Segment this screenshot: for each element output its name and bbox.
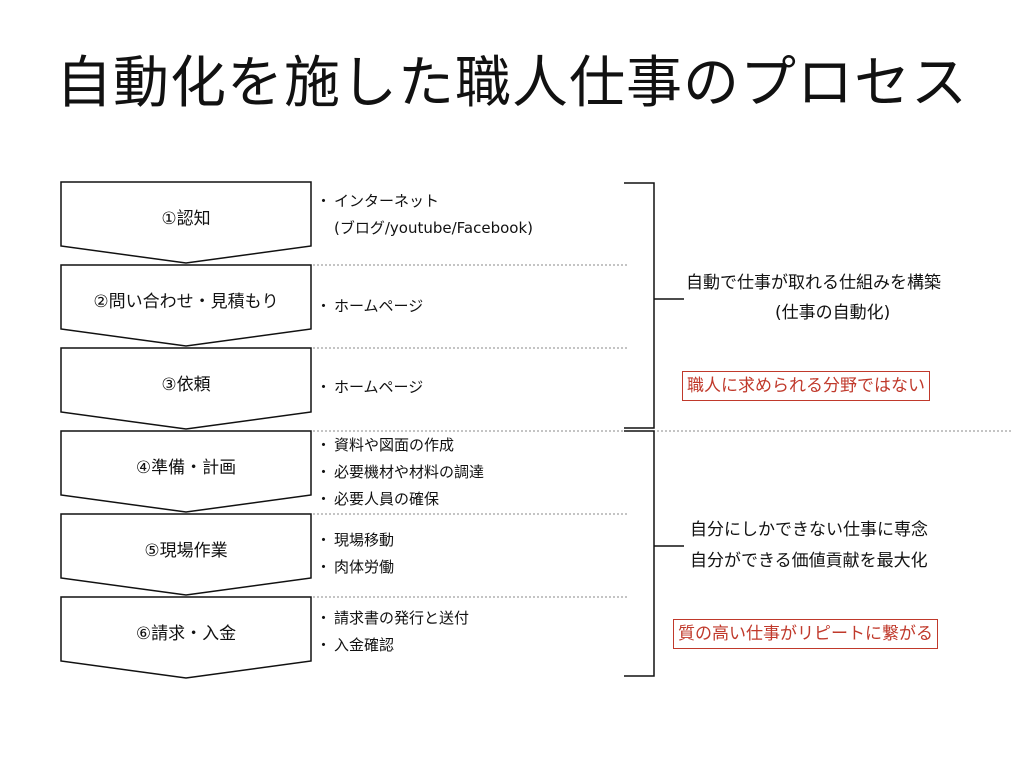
step-arrow-6	[60, 596, 312, 679]
step-6-bullets: ・請求書の発行と送付 ・入金確認	[316, 605, 469, 659]
group-1-callout: 職人に求められる分野ではない	[682, 371, 930, 401]
step-2-bullets: ・ホームページ	[316, 293, 423, 320]
list-item: ・必要機材や材料の調達	[316, 463, 485, 481]
group-1-line-1: 自動で仕事が取れる仕組みを構築	[686, 273, 941, 293]
step-label-2: ②問い合わせ・見積もり	[93, 292, 279, 312]
list-item: ・必要人員の確保	[316, 490, 440, 508]
step-arrow-5	[60, 513, 312, 596]
list-item: ・入金確認	[316, 636, 395, 654]
step-label-5: ⑤現場作業	[144, 541, 228, 561]
step-3-bullets: ・ホームページ	[316, 374, 423, 401]
step-arrow-3	[60, 347, 312, 430]
list-item: ・資料や図面の作成	[316, 436, 455, 454]
list-item-continuation: (ブログ/youtube/Facebook)	[334, 219, 533, 237]
step-4-bullets: ・資料や図面の作成 ・必要機材や材料の調達 ・必要人員の確保	[316, 432, 484, 513]
bracket-group-2	[624, 430, 655, 677]
group-1-line-2: (仕事の自動化)	[775, 303, 891, 323]
list-item: ・ホームページ	[316, 297, 424, 315]
step-5-bullets: ・現場移動 ・肉体労働	[316, 527, 394, 581]
bracket-group-1	[624, 182, 655, 429]
step-arrow-1	[60, 181, 312, 264]
list-item: ・現場移動	[316, 531, 395, 549]
list-item: ・肉体労働	[316, 558, 395, 576]
step-arrow-4	[60, 430, 312, 513]
group-2-line-2: 自分ができる価値貢献を最大化	[690, 551, 928, 571]
step-label-4: ④準備・計画	[135, 458, 237, 478]
list-item: ・ホームページ	[316, 378, 424, 396]
group-2-line-1: 自分にしかできない仕事に専念	[690, 520, 928, 540]
step-arrow-2	[60, 264, 312, 347]
list-item: ・請求書の発行と送付	[316, 609, 470, 627]
step-label-6: ⑥請求・入金	[135, 624, 237, 644]
page-title: 自動化を施した職人仕事のプロセス	[56, 51, 968, 116]
group-2-callout: 質の高い仕事がリピートに繋がる	[673, 619, 938, 649]
step-label-3: ③依頼	[161, 375, 211, 395]
step-1-bullets: ・インターネット (ブログ/youtube/Facebook)	[316, 188, 533, 242]
list-item: ・インターネット	[316, 192, 440, 210]
step-label-1: ①認知	[161, 209, 211, 229]
